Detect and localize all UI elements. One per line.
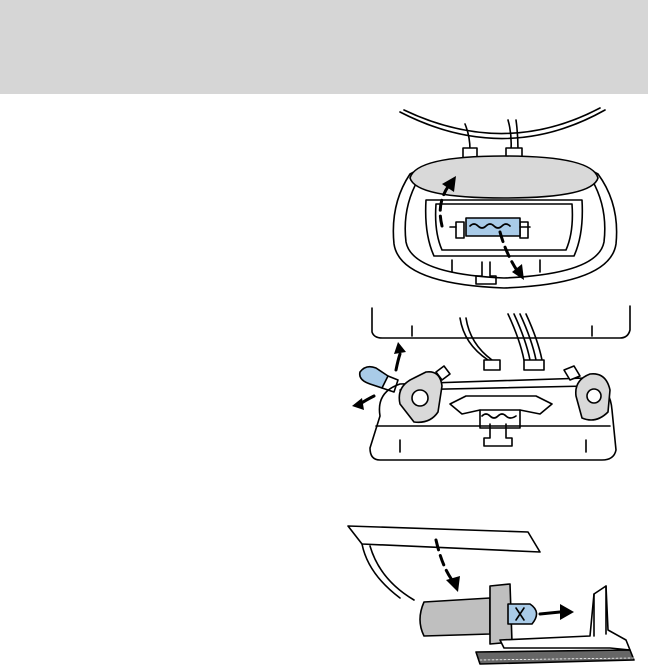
- map-lamp-illustration: [340, 300, 640, 468]
- page-header-band: [0, 0, 648, 94]
- dome-lamp-illustration: [370, 104, 638, 294]
- cargo-lamp-illustration: [340, 520, 640, 669]
